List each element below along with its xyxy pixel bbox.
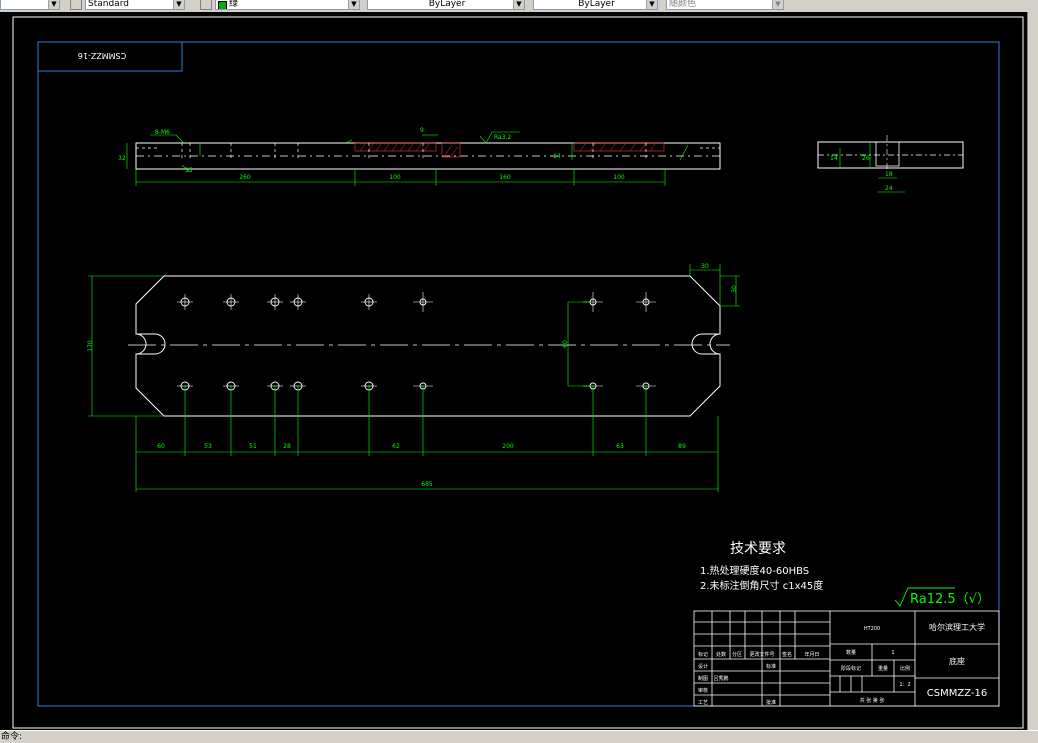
corner-label-box bbox=[37, 41, 183, 72]
plan-dim-170: 170 bbox=[87, 340, 94, 352]
vertical-scrollbar[interactable] bbox=[1027, 12, 1038, 730]
plan-dim-89: 89 bbox=[678, 443, 686, 450]
plan-dim-51: 51 bbox=[249, 443, 257, 450]
tb-designer: 吕秀鹏 bbox=[713, 675, 728, 682]
plan-dim-60-slot: 60 bbox=[562, 340, 569, 348]
chevron-down-icon[interactable]: ▼ bbox=[513, 0, 524, 9]
tb-approve-label: 批准 bbox=[766, 699, 776, 706]
tb-design-label: 设计 bbox=[698, 663, 708, 670]
dim-thread-label: 8-M6 bbox=[155, 129, 170, 136]
tb-row-count: 处数 bbox=[716, 651, 726, 658]
chevron-down-icon[interactable]: ▼ bbox=[772, 0, 783, 9]
roughness-symbol: Ra12.5（√） bbox=[894, 587, 990, 607]
dim-160: 160 bbox=[499, 174, 511, 181]
dim-100-b: 100 bbox=[613, 174, 625, 181]
plan-dim-60: 60 bbox=[157, 443, 165, 450]
plan-dim-63: 63 bbox=[616, 443, 624, 450]
tech-req-item-1: 1.热处理硬度40-60HBS bbox=[700, 564, 809, 577]
tb-draw-label: 制图 bbox=[698, 675, 708, 682]
command-line[interactable]: 命令: bbox=[0, 730, 1038, 743]
color-swatch bbox=[218, 1, 227, 9]
drawing-border bbox=[37, 41, 1000, 707]
chevron-down-icon[interactable]: ▼ bbox=[173, 0, 184, 9]
lineweight-select[interactable]: ByLayer▼ bbox=[533, 0, 658, 10]
drawing-svg[interactable]: CSMMZZ-16 bbox=[0, 12, 1027, 730]
tb-stage-label: 阶段标记 bbox=[841, 665, 861, 672]
tb-drawing-no: CSMMZZ-16 bbox=[927, 688, 987, 699]
dim-14: 14 bbox=[553, 153, 561, 160]
tb-review-label: 审核 bbox=[698, 687, 708, 694]
tb-row-change: 更改文件号 bbox=[749, 651, 774, 658]
tb-scale-value: 1：2 bbox=[899, 682, 910, 688]
plan-dim-chamfer-h: 30 bbox=[731, 285, 738, 293]
side-dim-24: 24 bbox=[885, 185, 893, 192]
side-dim-14: 14 bbox=[830, 155, 838, 162]
tb-part-name: 底座 bbox=[949, 656, 965, 666]
tb-sheet-text: 共 张 第 张 bbox=[860, 697, 885, 704]
layer-tool-icon[interactable] bbox=[200, 0, 212, 10]
outer-frame bbox=[12, 16, 1024, 729]
plan-dim-200: 200 bbox=[502, 443, 514, 450]
tb-row-zone: 分区 bbox=[732, 651, 742, 658]
chevron-down-icon[interactable]: ▼ bbox=[348, 0, 359, 9]
text-style-icon[interactable] bbox=[70, 0, 82, 10]
tb-material: HT200 bbox=[864, 626, 880, 632]
technical-requirements: 技术要求 1.热处理硬度40-60HBS 2.未标注倒角尺寸 c1x45度 bbox=[700, 541, 823, 592]
title-block bbox=[693, 610, 1000, 707]
dim-15: 15 bbox=[185, 167, 193, 174]
tb-qty-label: 数量 bbox=[846, 649, 856, 656]
tb-process-label: 工艺 bbox=[698, 700, 708, 706]
tb-scale-label: 比例 bbox=[900, 665, 910, 672]
tech-req-title: 技术要求 bbox=[730, 541, 786, 557]
plan-dim-28: 28 bbox=[283, 443, 291, 450]
tb-weight-label: 重量 bbox=[878, 665, 888, 672]
tb-row-sign: 签名 bbox=[782, 651, 792, 658]
tech-req-item-2: 2.未标注倒角尺寸 c1x45度 bbox=[700, 579, 823, 592]
dim-260: 260 bbox=[239, 174, 251, 181]
dim-9: 9 bbox=[420, 127, 424, 134]
plotstyle-select[interactable]: 随颜色▼ bbox=[666, 0, 784, 10]
plan-dim-685: 685 bbox=[421, 481, 433, 488]
roughness-text: Ra12.5（√） bbox=[910, 592, 990, 607]
chevron-down-icon[interactable]: ▼ bbox=[646, 0, 657, 9]
side-view: 26 18 24 14 bbox=[817, 135, 964, 193]
plan-view: 60 53 51 28 62 200 63 89 685 170 60 30 3… bbox=[87, 263, 740, 492]
dim-32: 32 bbox=[118, 155, 126, 162]
linetype-select[interactable]: ByLayer▼ bbox=[367, 0, 525, 10]
properties-toolbar: ▼ Standard▼ 绿▼ ByLayer▼ ByLayer▼ 随颜色▼ bbox=[0, 0, 1038, 13]
plan-dim-chamfer-w: 30 bbox=[701, 263, 709, 270]
tb-qty-value: 1 bbox=[891, 650, 894, 656]
frame-label: CSMMZZ-16 bbox=[78, 51, 126, 60]
dim-100-a: 100 bbox=[389, 174, 401, 181]
tb-standard-label: 标准 bbox=[766, 663, 776, 670]
color-select[interactable]: 绿▼ bbox=[215, 0, 360, 10]
tb-university: 哈尔滨理工大学 bbox=[929, 622, 985, 632]
title-block-text: HT200 哈尔滨理工大学 底座 CSMMZZ-16 数量 1 阶段标记 重量 … bbox=[698, 622, 987, 706]
tb-row-mark: 标记 bbox=[698, 651, 708, 658]
text-style-select[interactable]: Standard▼ bbox=[85, 0, 185, 10]
plan-dim-53: 53 bbox=[204, 443, 212, 450]
tb-row-date: 年月日 bbox=[804, 651, 819, 658]
drawing-canvas[interactable]: CSMMZZ-16 bbox=[0, 12, 1027, 730]
toolbar-combo-stub[interactable]: ▼ bbox=[0, 0, 60, 10]
chevron-down-icon[interactable]: ▼ bbox=[48, 0, 59, 9]
command-prompt: 命令: bbox=[1, 732, 23, 742]
plan-dim-62: 62 bbox=[392, 443, 400, 450]
side-dim-26: 26 bbox=[862, 155, 870, 162]
top-view: 8-M6 260 100 160 100 9 14 32 15 Ra3.2 bbox=[118, 127, 721, 186]
roughness-ra3-2: Ra3.2 bbox=[494, 134, 511, 141]
side-dim-18: 18 bbox=[885, 171, 893, 178]
